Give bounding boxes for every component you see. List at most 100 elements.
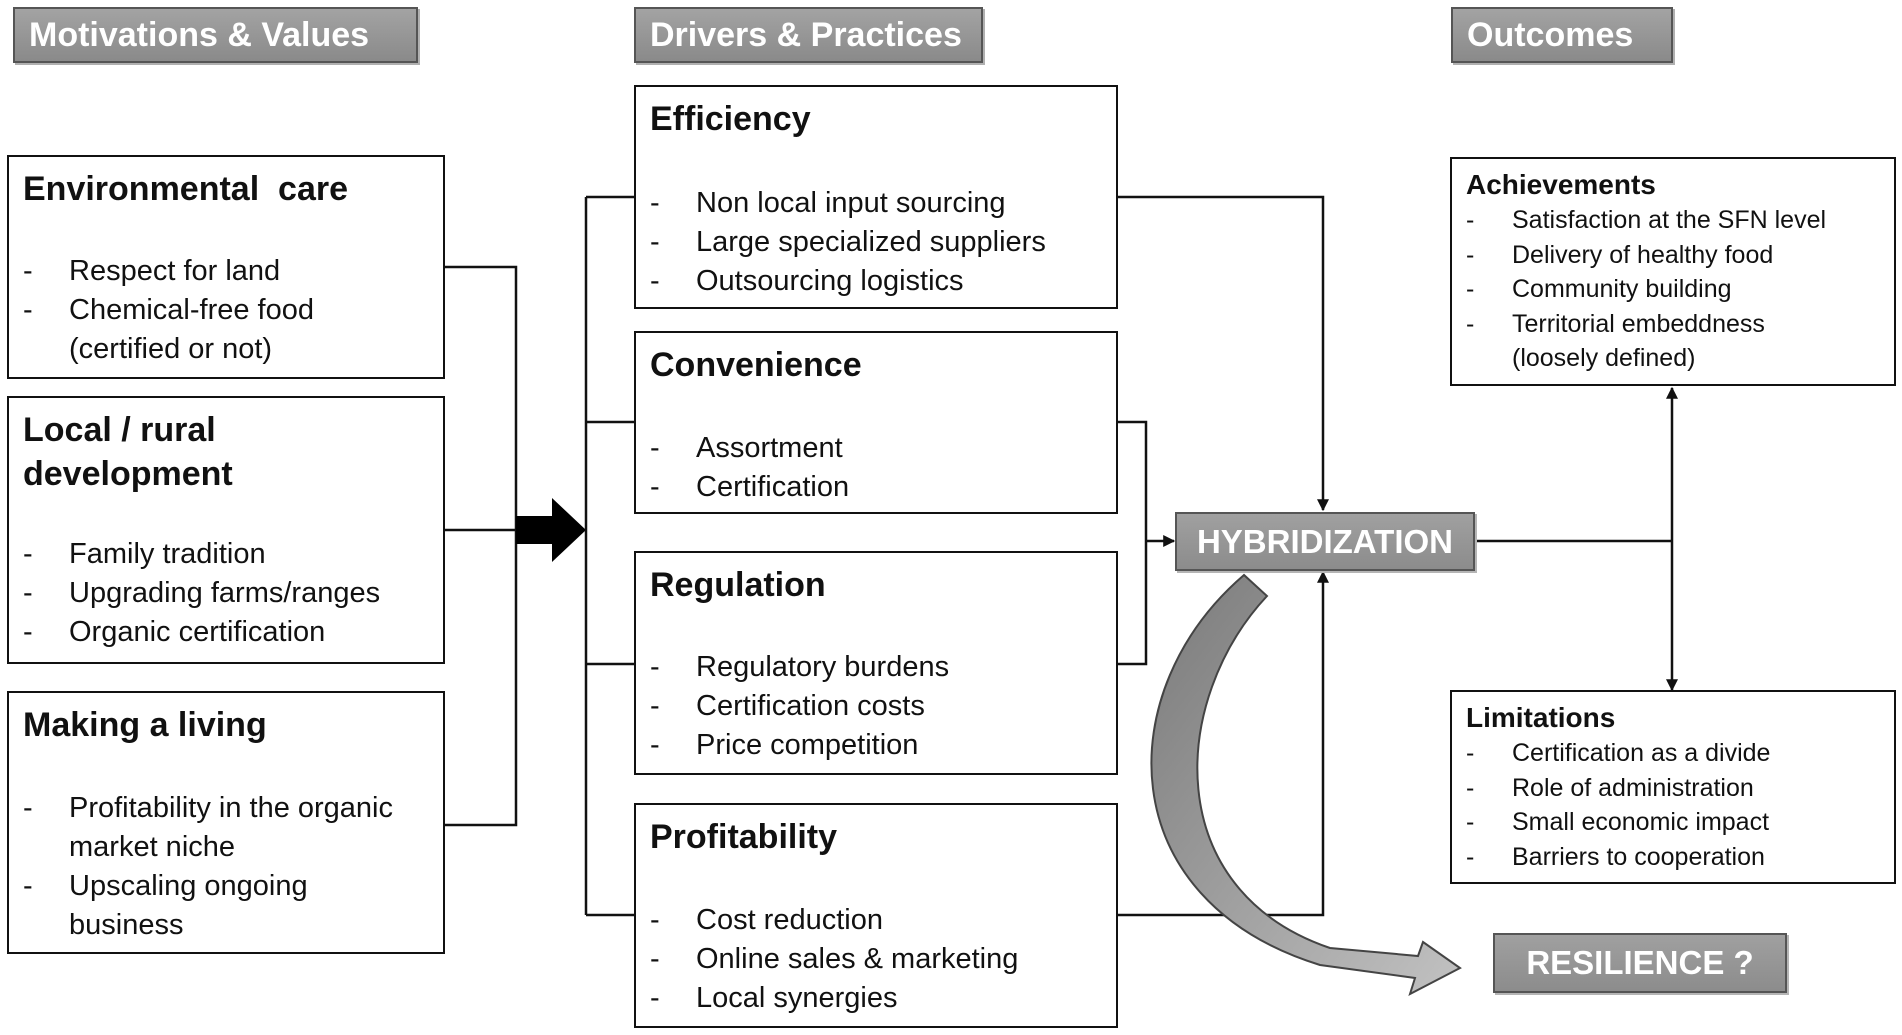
motivation-title-line-1: Local / rural — [23, 411, 216, 449]
dash-bullet: - — [1466, 808, 1475, 836]
list-item-text: Chemical-free food — [69, 294, 314, 326]
dash-bullet: - — [650, 187, 660, 219]
list-item-text: Upscaling ongoing — [69, 870, 308, 902]
list-item: -Certification costs — [650, 687, 1108, 726]
list-item: -Certification — [650, 468, 1108, 507]
swoosh-arrow-to-resilience — [1150, 573, 1462, 996]
dash-bullet: - — [23, 294, 33, 326]
driver-title: Profitability — [650, 818, 838, 856]
motivation-title: Environmental care — [23, 170, 349, 208]
driver-regulation: Regulation -Regulatory burdens-Certifica… — [634, 551, 1118, 775]
list-item-text: Satisfaction at the SFN level — [1512, 206, 1827, 234]
list-item-text: Family tradition — [69, 538, 266, 570]
outcome-achievements: Achievements -Satisfaction at the SFN le… — [1450, 157, 1896, 386]
outcome-limitations: Limitations -Certification as a divide-R… — [1450, 690, 1896, 884]
list-item: - Upgrading farms/ranges — [23, 574, 435, 613]
list-item: - Community building — [1466, 272, 1886, 307]
list-item-text: Territorial embeddness — [1512, 309, 1765, 338]
dash-bullet: - — [23, 792, 33, 824]
list-item: -Outsourcing logistics — [650, 262, 1108, 301]
dash-bullet: - — [23, 870, 33, 902]
list-item-text: Non local input sourcing — [696, 187, 1006, 219]
driver-efficiency: Efficiency - Non local input sourcing -Lar… — [634, 85, 1118, 309]
dash-bullet: - — [650, 729, 660, 761]
list-item-text: Delivery of healthy food — [1512, 240, 1774, 269]
list-item-text: business — [69, 909, 184, 941]
hybridization-label: HYBRIDIZATION — [1175, 512, 1475, 571]
motivation-local-rural-development: Local / rural development - Family tradit… — [7, 396, 445, 664]
outcome-items: -Satisfaction at the SFN level-Delivery … — [1466, 203, 1886, 376]
list-item-text: Role of administration — [1512, 773, 1754, 802]
list-item-text: Profitability in the organic — [69, 792, 393, 824]
list-item: - Cost reduction — [650, 901, 1108, 940]
list-item-text: Small economic impact — [1512, 808, 1770, 836]
list-item-text: Respect for land — [69, 255, 281, 287]
list-item: - Profitability in the organic — [23, 789, 435, 828]
header-drivers-practices: Drivers & Practices — [634, 7, 983, 63]
dash-bullet: - — [23, 616, 33, 648]
motivation-title-line-2: development — [23, 455, 233, 493]
convenience-regulation-bracket — [1118, 420, 1148, 666]
list-item: -Delivery of healthy food — [1466, 238, 1886, 273]
list-item-text: Online sales & marketing — [696, 943, 1019, 975]
motivation-title: Making a living — [23, 706, 267, 744]
motivation-bracket — [445, 265, 518, 827]
list-item: -Satisfaction at the SFN level — [1466, 203, 1886, 238]
dash-bullet: - — [1466, 309, 1475, 338]
motivation-environmental-care: Environmental care -Respect for land-Che… — [7, 155, 445, 379]
dash-bullet: - — [650, 432, 660, 464]
list-item: -Certification as a divide — [1466, 736, 1886, 771]
list-item: - Online sales & marketing — [650, 940, 1108, 979]
motivation-items: - Profitability in the organic market nich… — [23, 789, 435, 945]
dash-bullet: - — [23, 577, 33, 609]
driver-items: - Non local input sourcing -Large speciali… — [650, 184, 1108, 301]
dash-bullet: - — [650, 265, 660, 297]
list-item-text: Community building — [1512, 275, 1732, 303]
list-item: -Assortment — [650, 429, 1108, 468]
list-item: - Role of administration — [1466, 771, 1886, 806]
driver-title: Efficiency — [650, 100, 811, 138]
list-item-text: market niche — [69, 831, 236, 863]
list-item: -Regulatory burdens — [650, 648, 1108, 687]
list-item-text: Regulatory burdens — [696, 651, 950, 683]
list-item: - Small economic impact — [1466, 805, 1886, 840]
list-item: (certified or not) — [23, 330, 435, 369]
outcome-title: Achievements — [1466, 169, 1656, 200]
dash-bullet: - — [1466, 773, 1475, 802]
list-item-text: Certification — [696, 471, 850, 503]
list-item-text: Barriers to cooperation — [1512, 842, 1765, 871]
motivation-title: Local / rural development — [23, 408, 233, 496]
dash-bullet: - — [1466, 739, 1475, 767]
dash-bullet: - — [650, 943, 660, 975]
list-item-text: Cost reduction — [696, 904, 883, 936]
list-item: - Territorial embeddness — [1466, 307, 1886, 342]
header-outcomes: Outcomes — [1451, 7, 1673, 63]
driver-title: Convenience — [650, 346, 862, 384]
list-item-text: Organic certification — [69, 616, 326, 648]
profitability-to-hybridization-arrow — [1118, 570, 1329, 917]
driver-convenience: Convenience -Assortment-Certification — [634, 331, 1118, 514]
list-item: - Organic certification — [23, 613, 435, 652]
list-item: - Upscaling ongoing — [23, 867, 435, 906]
list-item: (loosely defined) — [1466, 341, 1886, 376]
list-item-text: Local synergies — [696, 982, 898, 1014]
list-item: - Non local input sourcing — [650, 184, 1108, 223]
efficiency-to-hybridization-arrow — [1118, 195, 1329, 512]
dash-bullet: - — [650, 904, 660, 936]
list-item: -Local synergies — [650, 979, 1108, 1018]
dash-bullet: - — [650, 226, 660, 258]
dash-bullet: - — [23, 538, 33, 570]
dash-bullet: - — [1466, 275, 1475, 303]
driver-items: -Regulatory burdens-Certification costs-… — [650, 648, 1108, 765]
outcome-title: Limitations — [1466, 702, 1616, 733]
motivation-items: - Family tradition - Upgrading farms/ranges… — [23, 535, 435, 652]
driver-items: - Cost reduction - Online sales & marketing… — [650, 901, 1108, 1018]
list-item: -Large specialized suppliers — [650, 223, 1108, 262]
driver-items: -Assortment-Certification — [650, 429, 1108, 507]
resilience-label: RESILIENCE ? — [1493, 933, 1787, 993]
list-item-text: Price competition — [696, 729, 919, 761]
list-item-text: Upgrading farms/ranges — [69, 577, 381, 609]
list-item: - Family tradition — [23, 535, 435, 574]
driver-profitability: Profitability - Cost reduction - Online sal… — [634, 803, 1118, 1028]
